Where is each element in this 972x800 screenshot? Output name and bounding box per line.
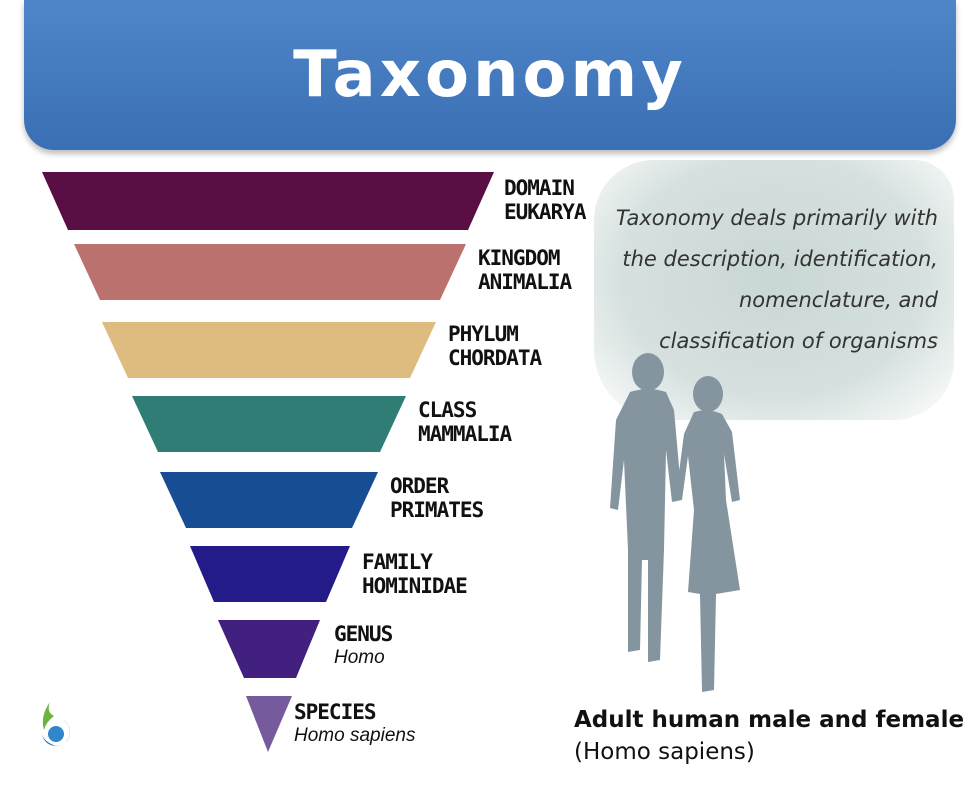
title-banner: Taxonomy	[24, 0, 956, 150]
rank-name: FAMILY	[362, 550, 433, 574]
rank-value: ANIMALIA	[478, 270, 572, 294]
rank-name: PHYLUM	[448, 322, 519, 346]
brand-logo-icon	[42, 702, 70, 746]
funnel-band-phylum	[102, 322, 436, 378]
male-head	[632, 353, 664, 391]
funnel-band-family	[190, 546, 350, 602]
rank-value: HOMINIDAE	[362, 574, 468, 598]
human-silhouettes-icon	[610, 353, 740, 692]
caption-line-1: Adult human male and female	[574, 707, 965, 733]
funnel-band-order	[160, 472, 378, 528]
funnel-band-species	[246, 696, 292, 752]
rank-value: CHORDATA	[448, 346, 542, 370]
funnel-band-domain	[42, 172, 494, 230]
page-title: Taxonomy	[293, 38, 687, 112]
rank-value: Homo sapiens	[294, 725, 416, 746]
female-head	[693, 376, 723, 412]
rank-value: EUKARYA	[504, 200, 587, 224]
rank-value: MAMMALIA	[418, 422, 512, 446]
rank-name: CLASS	[418, 398, 477, 422]
male-body	[610, 389, 682, 662]
funnel-band-class	[132, 396, 406, 452]
female-body	[676, 410, 740, 692]
funnel-band-kingdom	[74, 244, 466, 300]
funnel-band-genus	[218, 620, 320, 678]
rank-name: SPECIES	[294, 700, 377, 724]
rank-name: KINGDOM	[478, 246, 561, 270]
rank-value: PRIMATES	[390, 498, 484, 522]
caption-line-2: (Homo sapiens)	[574, 739, 755, 765]
rank-value: Homo	[334, 647, 385, 668]
description-text: Taxonomy deals primarily with the descri…	[615, 206, 938, 353]
rank-name: DOMAIN	[504, 176, 575, 200]
rank-name: GENUS	[334, 622, 393, 646]
image-caption: Adult human male and female (Homo sapien…	[574, 704, 964, 768]
rank-name: ORDER	[390, 474, 449, 498]
